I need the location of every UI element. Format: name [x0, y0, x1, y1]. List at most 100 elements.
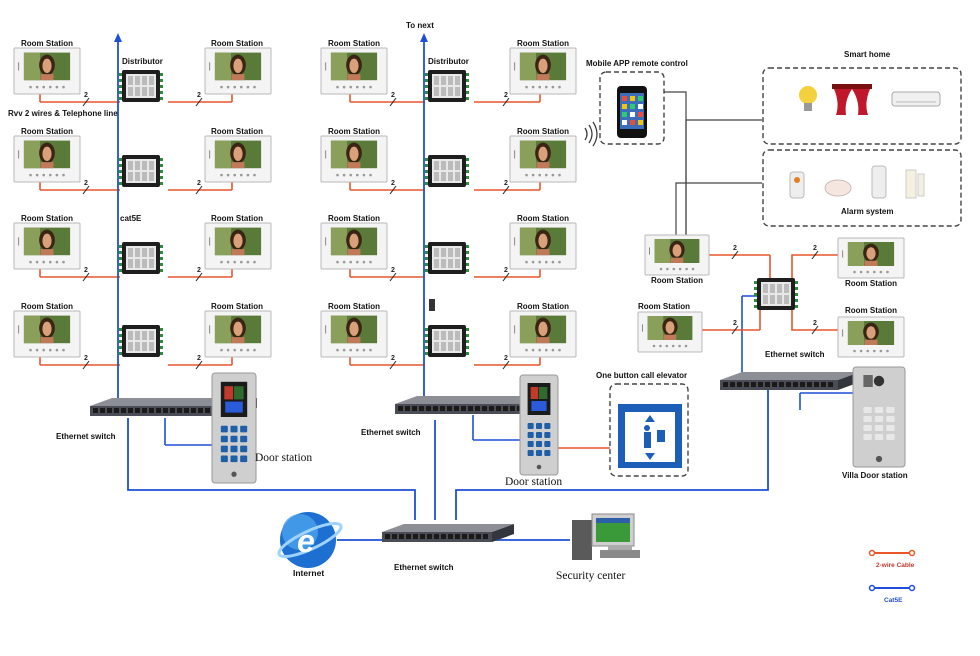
- svg-text:2: 2: [391, 92, 395, 99]
- room-station-monitor: [509, 47, 577, 95]
- internet-label: Internet: [293, 568, 325, 578]
- svg-text:2: 2: [391, 267, 395, 274]
- light-bulb-icon: [799, 86, 817, 111]
- room-station-label: Room Station: [328, 39, 380, 48]
- wire-count-marker: 2: [502, 180, 510, 195]
- room-station-label: Room Station: [21, 127, 73, 136]
- wire-count-marker: 2: [195, 92, 203, 107]
- wire-count-marker: 2: [389, 180, 397, 195]
- distributor-box: [425, 155, 469, 187]
- svg-text:2: 2: [197, 267, 201, 274]
- room-station-monitor: [13, 135, 81, 183]
- svg-text:2: 2: [84, 92, 88, 99]
- mobile-app-label: Mobile APP remote control: [586, 59, 688, 68]
- room-station-monitor: [204, 47, 272, 95]
- cat5e-cable: [127, 418, 416, 520]
- distributor-label: Distributor: [428, 57, 469, 66]
- villa-door-station-label: Villa Door station: [842, 471, 908, 480]
- room-station-monitor: [320, 222, 388, 270]
- smartphone-icon: [617, 86, 647, 138]
- ethernet-switch: [720, 372, 860, 390]
- alarm-system-label: Alarm system: [841, 207, 894, 216]
- connector-icon: [429, 299, 435, 311]
- svg-text:2: 2: [84, 180, 88, 187]
- wire-count-marker: 2: [195, 180, 203, 195]
- distributor-box: [425, 242, 469, 274]
- svg-text:e: e: [297, 523, 315, 559]
- motion-sensor-icon: [871, 165, 887, 199]
- room-station-label: Room Station: [328, 302, 380, 311]
- room-station-label: Room Station: [638, 302, 690, 311]
- door-station-panel: [211, 372, 257, 484]
- room-station-label: Room Station: [845, 306, 897, 315]
- room-station-monitor: [320, 47, 388, 95]
- wire-count-marker: 2: [389, 355, 397, 370]
- distributor-box: [119, 155, 163, 187]
- air-conditioner-icon: [891, 91, 941, 107]
- room-station-label: Room Station: [845, 279, 897, 288]
- wire-count-marker: 2: [731, 320, 739, 335]
- room-station-label: Room Station: [21, 39, 73, 48]
- distributor-box: [425, 325, 469, 357]
- smart-home-label: Smart home: [844, 50, 891, 59]
- svg-text:2: 2: [504, 180, 508, 187]
- computer-workstation-icon: [572, 513, 640, 560]
- room-station-label: Room Station: [211, 127, 263, 136]
- ethernet-switch-label: Ethernet switch: [394, 563, 454, 572]
- wire-count-marker: 2: [82, 180, 90, 195]
- ethernet-switch-label: Ethernet switch: [361, 428, 421, 437]
- room-station-monitor: [204, 222, 272, 270]
- to-next-label: To next: [406, 21, 434, 30]
- wire-count-marker: 2: [195, 355, 203, 370]
- wire-count-marker: 2: [731, 245, 739, 260]
- room-station-label: Room Station: [21, 214, 73, 223]
- wire-count-marker: 2: [389, 92, 397, 107]
- svg-text:2: 2: [733, 320, 737, 327]
- svg-text:2: 2: [813, 245, 817, 252]
- legend: [868, 549, 916, 592]
- smoke-detector-icon: [824, 179, 852, 197]
- cat5e-arrow: [114, 33, 122, 42]
- wire-count-marker: 2: [195, 267, 203, 282]
- door-sensor-icon: [905, 169, 925, 199]
- wireless-signal-icon: [584, 121, 598, 147]
- wire-count-marker: 2: [389, 267, 397, 282]
- svg-text:2: 2: [84, 355, 88, 362]
- elevator-label: One button call elevator: [596, 371, 688, 380]
- wire-count-marker: 2: [82, 267, 90, 282]
- distributor-box: [425, 70, 469, 102]
- svg-text:2: 2: [197, 180, 201, 187]
- svg-text:2: 2: [84, 267, 88, 274]
- control-link: [685, 119, 762, 235]
- ethernet-switch-label: Ethernet switch: [56, 432, 116, 441]
- room-station-monitor: [837, 237, 905, 279]
- villa-door-station: [852, 366, 906, 468]
- room-station-label: Room Station: [21, 302, 73, 311]
- two-wire-cable: [791, 254, 840, 278]
- room-station-label: Room Station: [517, 127, 569, 136]
- distributor-label: Distributor: [122, 57, 163, 66]
- door-station-label: Door station: [255, 452, 313, 464]
- smart-home-panel: [762, 67, 962, 145]
- cat5e-label: cat5E: [120, 214, 142, 223]
- wire-count-marker: 2: [502, 92, 510, 107]
- room-station-label: Room Station: [517, 302, 569, 311]
- mobile-app-panel: [599, 71, 665, 145]
- svg-text:2: 2: [733, 245, 737, 252]
- curtain-icon: [832, 84, 872, 115]
- room-station-monitor: [644, 234, 710, 276]
- room-station-monitor: [509, 135, 577, 183]
- svg-text:2: 2: [813, 320, 817, 327]
- distributor-box: [754, 278, 798, 310]
- room-station-monitor: [637, 311, 703, 353]
- wire-count-marker: 2: [502, 355, 510, 370]
- security-center-label: Security center: [556, 570, 626, 582]
- room-station-label: Room Station: [517, 39, 569, 48]
- room-station-monitor: [320, 135, 388, 183]
- wire-count-marker: 2: [811, 245, 819, 260]
- cat5e-arrow: [420, 33, 428, 42]
- rvv-wires-label: Rvv 2 wires & Telephone line: [8, 109, 118, 118]
- room-station-label: Room Station: [328, 127, 380, 136]
- wire-count-marker: 2: [502, 267, 510, 282]
- wire-count-marker: 2: [82, 92, 90, 107]
